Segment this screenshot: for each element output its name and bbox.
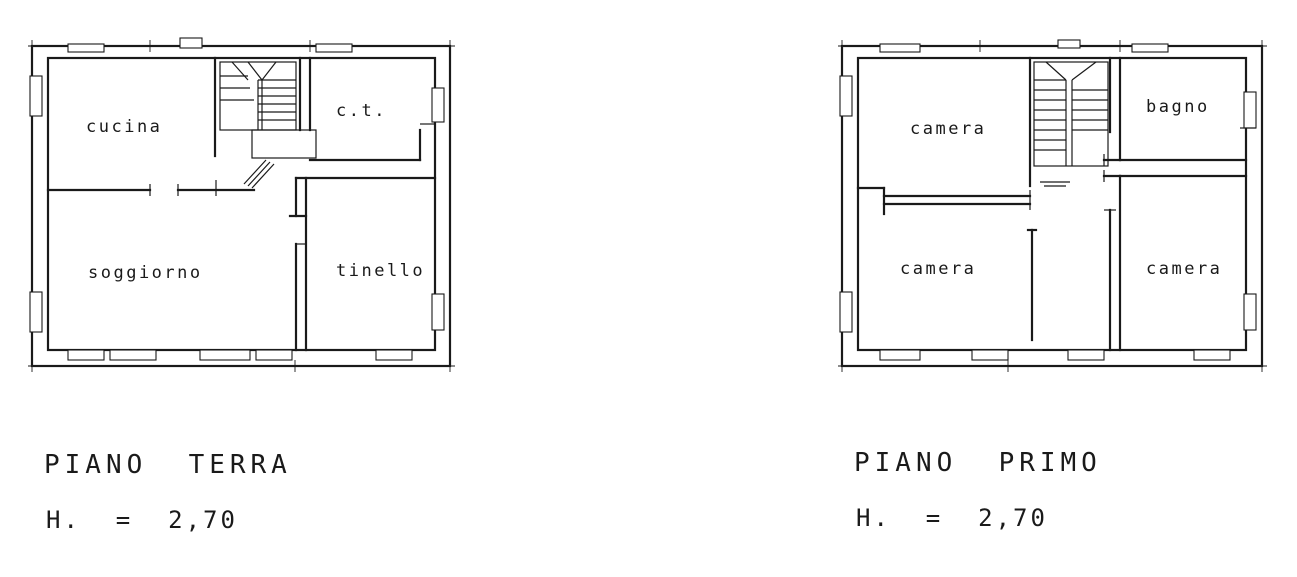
plan-ground-floor: cucina c.t. soggiorno tinello — [28, 37, 455, 372]
window-ground-9 — [29, 75, 43, 117]
staircase-first — [1033, 61, 1109, 187]
room-label: camera — [1146, 259, 1222, 279]
window-ground-1 — [67, 43, 105, 53]
window-first-3 — [1131, 43, 1169, 53]
window-first-11 — [1243, 293, 1257, 331]
room-label: tinello — [336, 261, 425, 281]
window-first-4 — [879, 349, 921, 361]
window-first-5 — [971, 349, 1009, 361]
room-label: c.t. — [336, 101, 387, 121]
window-ground-3 — [315, 43, 353, 53]
floor-title-first: PIANO PRIMO — [854, 448, 1102, 478]
interior-walls-first — [856, 56, 1248, 352]
window-first-10 — [1243, 91, 1257, 129]
window-ground-8 — [375, 349, 413, 361]
room-label: bagno — [1146, 97, 1210, 117]
interior-walls-ground — [46, 56, 437, 352]
dimension-ticks-ground — [28, 40, 455, 372]
window-ground-6 — [199, 349, 251, 361]
staircase-ground — [219, 61, 317, 189]
window-first-2 — [1057, 39, 1081, 49]
window-ground-11 — [431, 87, 445, 123]
floor-title-ground: PIANO TERRA — [44, 450, 292, 480]
window-first-8 — [839, 75, 853, 117]
room-label: soggiorno — [88, 263, 203, 283]
outer-wall-outer-first — [840, 44, 1264, 368]
door-marks-first — [1029, 127, 1256, 211]
window-first-9 — [839, 291, 853, 333]
room-label: camera — [900, 259, 976, 279]
room-label: camera — [910, 119, 986, 139]
window-ground-5 — [109, 349, 157, 361]
plan-first-floor: camera bagno camera camera — [838, 39, 1267, 372]
window-first-6 — [1067, 349, 1105, 361]
window-first-1 — [879, 43, 921, 53]
window-ground-2 — [179, 37, 203, 49]
window-ground-12 — [431, 293, 445, 331]
outer-wall-inner-first — [856, 56, 1248, 352]
room-label: cucina — [86, 117, 162, 137]
window-ground-4 — [67, 349, 105, 361]
window-first-7 — [1193, 349, 1231, 361]
outer-wall-outer-ground — [30, 44, 452, 368]
door-marks-ground — [149, 123, 436, 245]
window-ground-10 — [29, 291, 43, 333]
floor-height-ground: H. = 2,70 — [46, 506, 238, 534]
window-ground-7 — [255, 349, 293, 361]
floor-height-first: H. = 2,70 — [856, 504, 1048, 532]
